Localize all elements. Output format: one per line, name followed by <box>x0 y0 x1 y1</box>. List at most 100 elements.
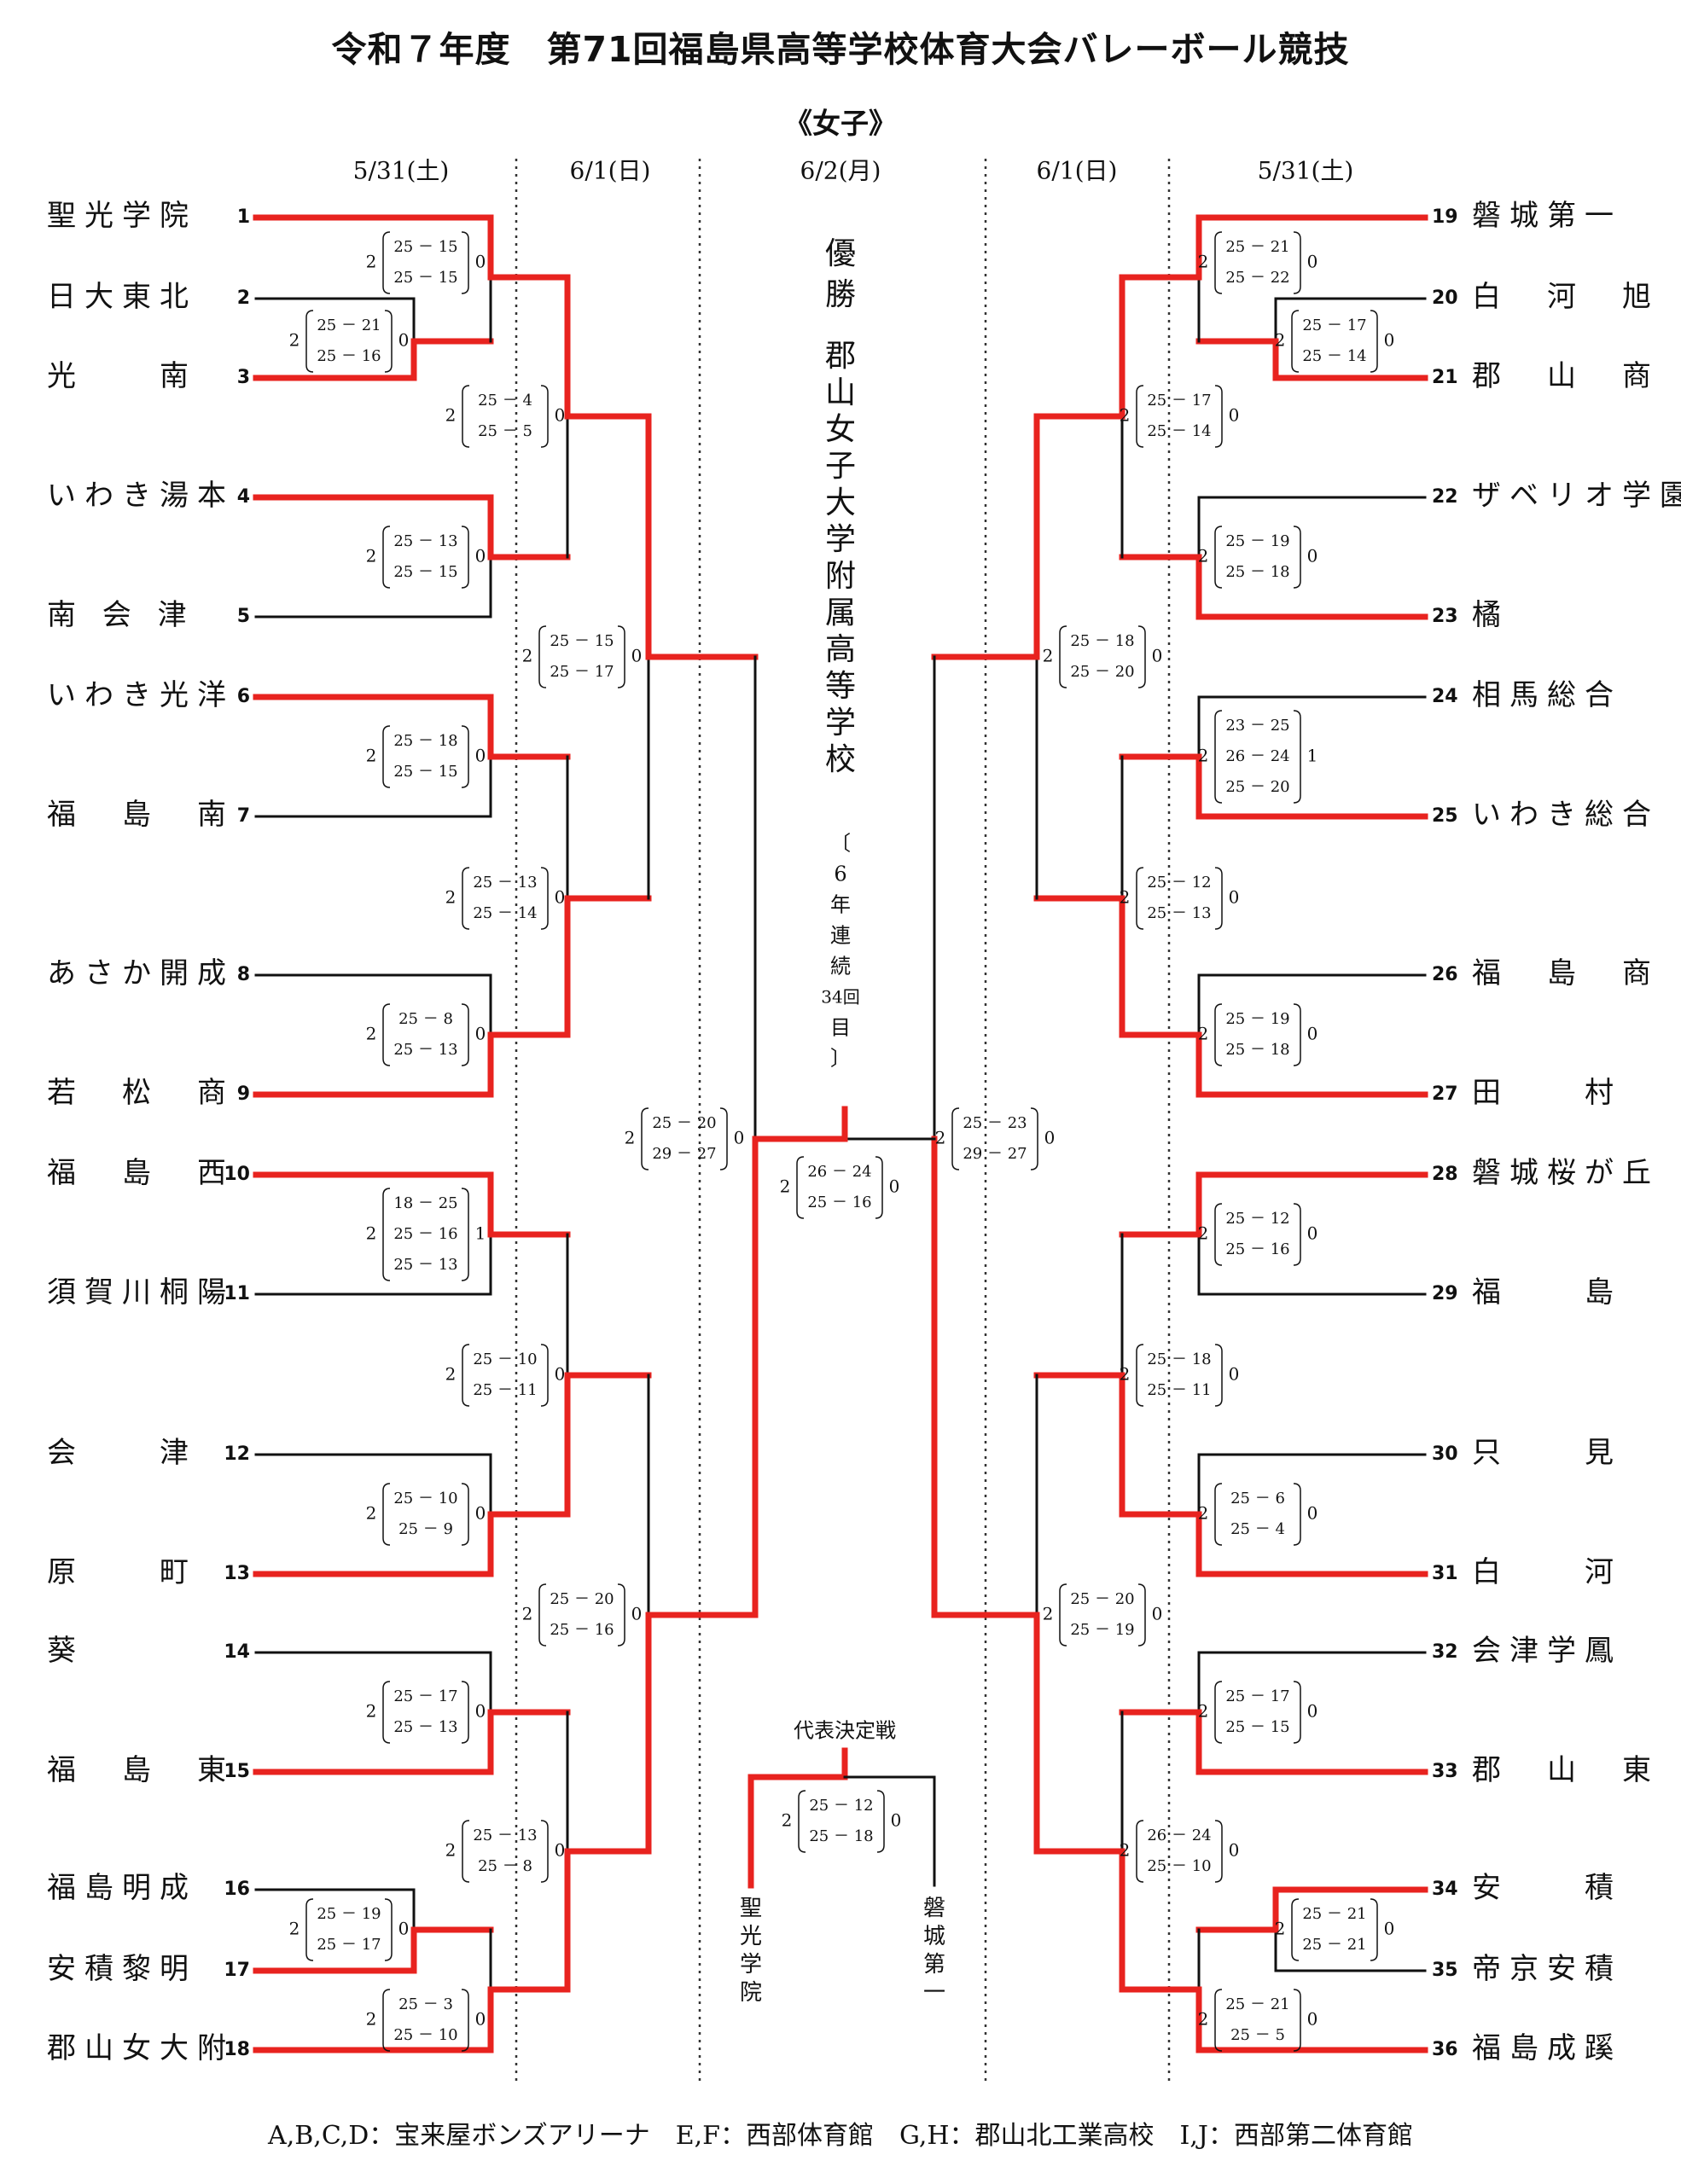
sets-won: 2 <box>445 1364 457 1385</box>
bracket-paren-left <box>1059 1583 1067 1647</box>
bracket-paren-left <box>798 1790 806 1853</box>
team-name-left: いわき湯本 <box>47 479 235 513</box>
sets-won: 2 <box>780 1176 791 1197</box>
bracket-paren-left <box>1136 867 1144 930</box>
set-score: 25 － 10 <box>473 1350 537 1368</box>
bracket-paren-left <box>1136 385 1144 448</box>
set-score: 25 － 13 <box>393 1041 457 1059</box>
team-name-right: 磐城第一 <box>1472 199 1622 233</box>
bracket-paren-right <box>461 1188 469 1281</box>
sets-lost: 0 <box>1384 330 1395 351</box>
bracket-paren-left <box>382 1003 391 1066</box>
champion-note-char: 6 <box>834 863 846 886</box>
set-score: 25 － 20 <box>550 1590 614 1608</box>
set-score: 25 － 18 <box>393 732 457 750</box>
set-score: 25 － 18 <box>1225 1041 1289 1059</box>
set-score: 25 － 5 <box>1230 2026 1285 2044</box>
bracket-paren-right <box>875 1156 883 1219</box>
bracket-paren-left <box>796 1156 805 1219</box>
set-score: 25 － 4 <box>1230 1520 1285 1538</box>
team-name-right: 郡 山 商 <box>1472 359 1660 393</box>
champion-school-char: 山 <box>825 375 856 410</box>
set-score: 25 － 18 <box>1147 1350 1211 1368</box>
team-number-right: 22 <box>1432 486 1458 508</box>
sets-won: 2 <box>445 405 457 426</box>
sets-won: 2 <box>289 330 300 351</box>
date-right-r1: 5/31(土) <box>1258 157 1354 185</box>
bracket-paren-left <box>641 1107 649 1170</box>
sets-lost: 1 <box>475 1223 486 1244</box>
team-number-left: 13 <box>224 1563 250 1584</box>
champion-school-char: 属 <box>825 595 856 630</box>
team-name-right: 只 見 <box>1472 1436 1622 1470</box>
set-score: 25 － 5 <box>478 422 532 440</box>
team-number-left: 16 <box>224 1879 250 1900</box>
bracket-paren-left <box>1214 1203 1223 1266</box>
set-score: 25 － 23 <box>963 1114 1027 1132</box>
champion-note-overprint: 34回 <box>821 987 859 1008</box>
team-number-left: 3 <box>237 367 250 388</box>
sets-lost: 0 <box>475 1503 486 1524</box>
bracket-paren-left <box>1214 1003 1223 1066</box>
sets-won: 2 <box>1198 2009 1209 2030</box>
sets-lost: 0 <box>1229 887 1240 908</box>
team-name-right: 帝京安積 <box>1472 1952 1622 1986</box>
team-number-right: 24 <box>1432 686 1458 707</box>
team-name-left: あさか開成 <box>47 956 235 990</box>
bracket-paren-left <box>382 1188 391 1281</box>
champion-school-char: 郡 <box>825 339 856 374</box>
champion-note-char: 目 <box>830 1016 851 1040</box>
set-score: 25 － 10 <box>393 1490 457 1507</box>
sets-lost: 0 <box>1307 546 1318 566</box>
bracket-paren-right <box>719 1107 728 1170</box>
sets-won: 2 <box>1120 1840 1131 1861</box>
champion-school-char: 等 <box>825 669 856 704</box>
bracket-paren-right <box>461 725 469 788</box>
champion-school-char: 学 <box>825 522 856 557</box>
set-score: 25 － 13 <box>393 1256 457 1274</box>
set-score: 25 － 20 <box>652 1114 716 1132</box>
sets-won: 2 <box>366 1701 377 1722</box>
champion-school-char: 子 <box>825 449 856 484</box>
sets-won: 2 <box>1275 1919 1286 1939</box>
set-score: 25 － 10 <box>393 2026 457 2044</box>
team-name-right: 福 島 <box>1472 1275 1622 1310</box>
rep-left-team-char: 聖 <box>740 1896 762 1921</box>
set-score: 23 － 25 <box>1225 717 1289 735</box>
sets-won: 2 <box>366 1503 377 1524</box>
bracket-paren-left <box>1136 1820 1144 1883</box>
team-number-right: 28 <box>1432 1164 1458 1185</box>
champion-school-char: 女 <box>825 412 856 447</box>
sets-won: 2 <box>1120 1364 1131 1385</box>
sets-lost: 1 <box>1307 746 1318 766</box>
champion-note-char: 続 <box>830 955 851 979</box>
sets-won: 2 <box>1198 1024 1209 1044</box>
bracket-paren-right <box>461 1989 469 2052</box>
bracket-paren-right <box>1293 231 1301 294</box>
team-number-right: 29 <box>1432 1283 1458 1304</box>
team-name-right: 郡 山 東 <box>1472 1753 1660 1787</box>
bracket-paren-left <box>382 725 391 788</box>
rep-right-team-char: 一 <box>923 1980 945 2006</box>
champion-note-char: 〕 <box>830 1047 851 1071</box>
bracket-paren-right <box>384 310 393 373</box>
set-score: 25 － 15 <box>550 632 614 650</box>
set-score: 25 － 4 <box>478 392 532 410</box>
team-number-left: 10 <box>224 1164 250 1185</box>
sets-won: 2 <box>366 252 377 272</box>
sets-won: 2 <box>1198 1503 1209 1524</box>
sets-won: 2 <box>1120 887 1131 908</box>
team-name-left: 福 島 東 <box>47 1753 235 1787</box>
bracket-paren-right <box>1293 1003 1301 1066</box>
team-number-left: 6 <box>237 686 250 707</box>
set-score: 25 － 19 <box>1225 1010 1289 1028</box>
team-name-left: 南 会 津 <box>47 598 195 632</box>
champion-label-char: 勝 <box>825 277 856 312</box>
set-score: 25 － 11 <box>1147 1381 1211 1399</box>
set-score: 25 － 22 <box>1225 269 1289 287</box>
bracket-paren-right <box>1293 1989 1301 2052</box>
set-score: 25 － 11 <box>473 1381 537 1399</box>
team-name-left: 安積黎明 <box>47 1952 197 1986</box>
bracket-paren-left <box>1214 1989 1223 2052</box>
set-score: 25 － 13 <box>473 874 537 892</box>
